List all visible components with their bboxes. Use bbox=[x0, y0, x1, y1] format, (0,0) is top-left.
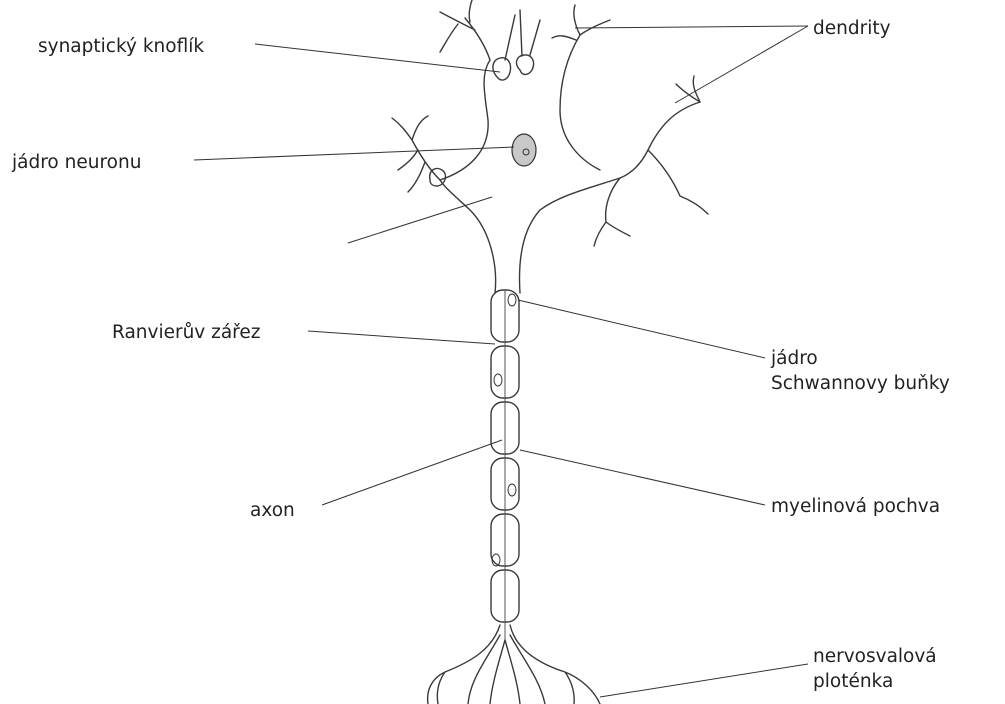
label-neuromuscular-endplate: nervosvalová ploténka bbox=[813, 644, 937, 694]
label-text: jádro neuronu bbox=[12, 150, 141, 175]
label-text-line2: ploténka bbox=[813, 669, 937, 694]
leader-lines bbox=[194, 26, 808, 697]
leader-myelin-sheath bbox=[520, 450, 765, 505]
label-text-line2: Schwannovy buňky bbox=[771, 371, 950, 396]
dendrite-lower-left-branch bbox=[392, 116, 440, 192]
label-myelin-sheath: myelinová pochva bbox=[771, 494, 940, 519]
label-synaptic-knob: synaptický knoflík bbox=[38, 34, 204, 59]
leader-unlabeled bbox=[348, 197, 492, 243]
label-text: myelinová pochva bbox=[771, 494, 940, 519]
label-text-line1: nervosvalová bbox=[813, 644, 937, 669]
dendrite-upper-left bbox=[440, 0, 490, 60]
leader-dendrites-b bbox=[675, 26, 808, 103]
leader-endplate bbox=[600, 664, 808, 697]
synaptic-knob-shape bbox=[493, 10, 540, 80]
label-axon: axon bbox=[250, 498, 295, 523]
axon-terminal-branches bbox=[428, 625, 600, 704]
leader-dendrites-a bbox=[575, 26, 808, 28]
label-text: axon bbox=[250, 498, 295, 523]
schwann-nucleus-shape bbox=[494, 374, 502, 386]
dendrite-upper-right bbox=[552, 5, 610, 40]
label-text-line1: jádro bbox=[771, 346, 950, 371]
label-dendrites: dendrity bbox=[813, 16, 891, 41]
label-schwann-nucleus: jádro Schwannovy buňky bbox=[771, 346, 950, 396]
leader-neuron-nucleus bbox=[194, 147, 514, 160]
label-neuron-nucleus: jádro neuronu bbox=[12, 150, 141, 175]
leader-ranvier-node bbox=[308, 331, 495, 344]
label-text: synaptický knoflík bbox=[38, 34, 204, 59]
label-text: dendrity bbox=[813, 16, 891, 41]
leader-axon bbox=[322, 440, 502, 505]
leader-synaptic-knob bbox=[255, 44, 500, 72]
dendrite-right bbox=[594, 76, 708, 246]
label-node-of-ranvier: Ranvierův zářez bbox=[112, 320, 260, 345]
leader-schwann-nucleus bbox=[518, 300, 765, 358]
schwann-nucleus-shape bbox=[508, 294, 516, 306]
label-text: Ranvierův zářez bbox=[112, 320, 260, 345]
schwann-nucleus-shape bbox=[508, 484, 516, 496]
